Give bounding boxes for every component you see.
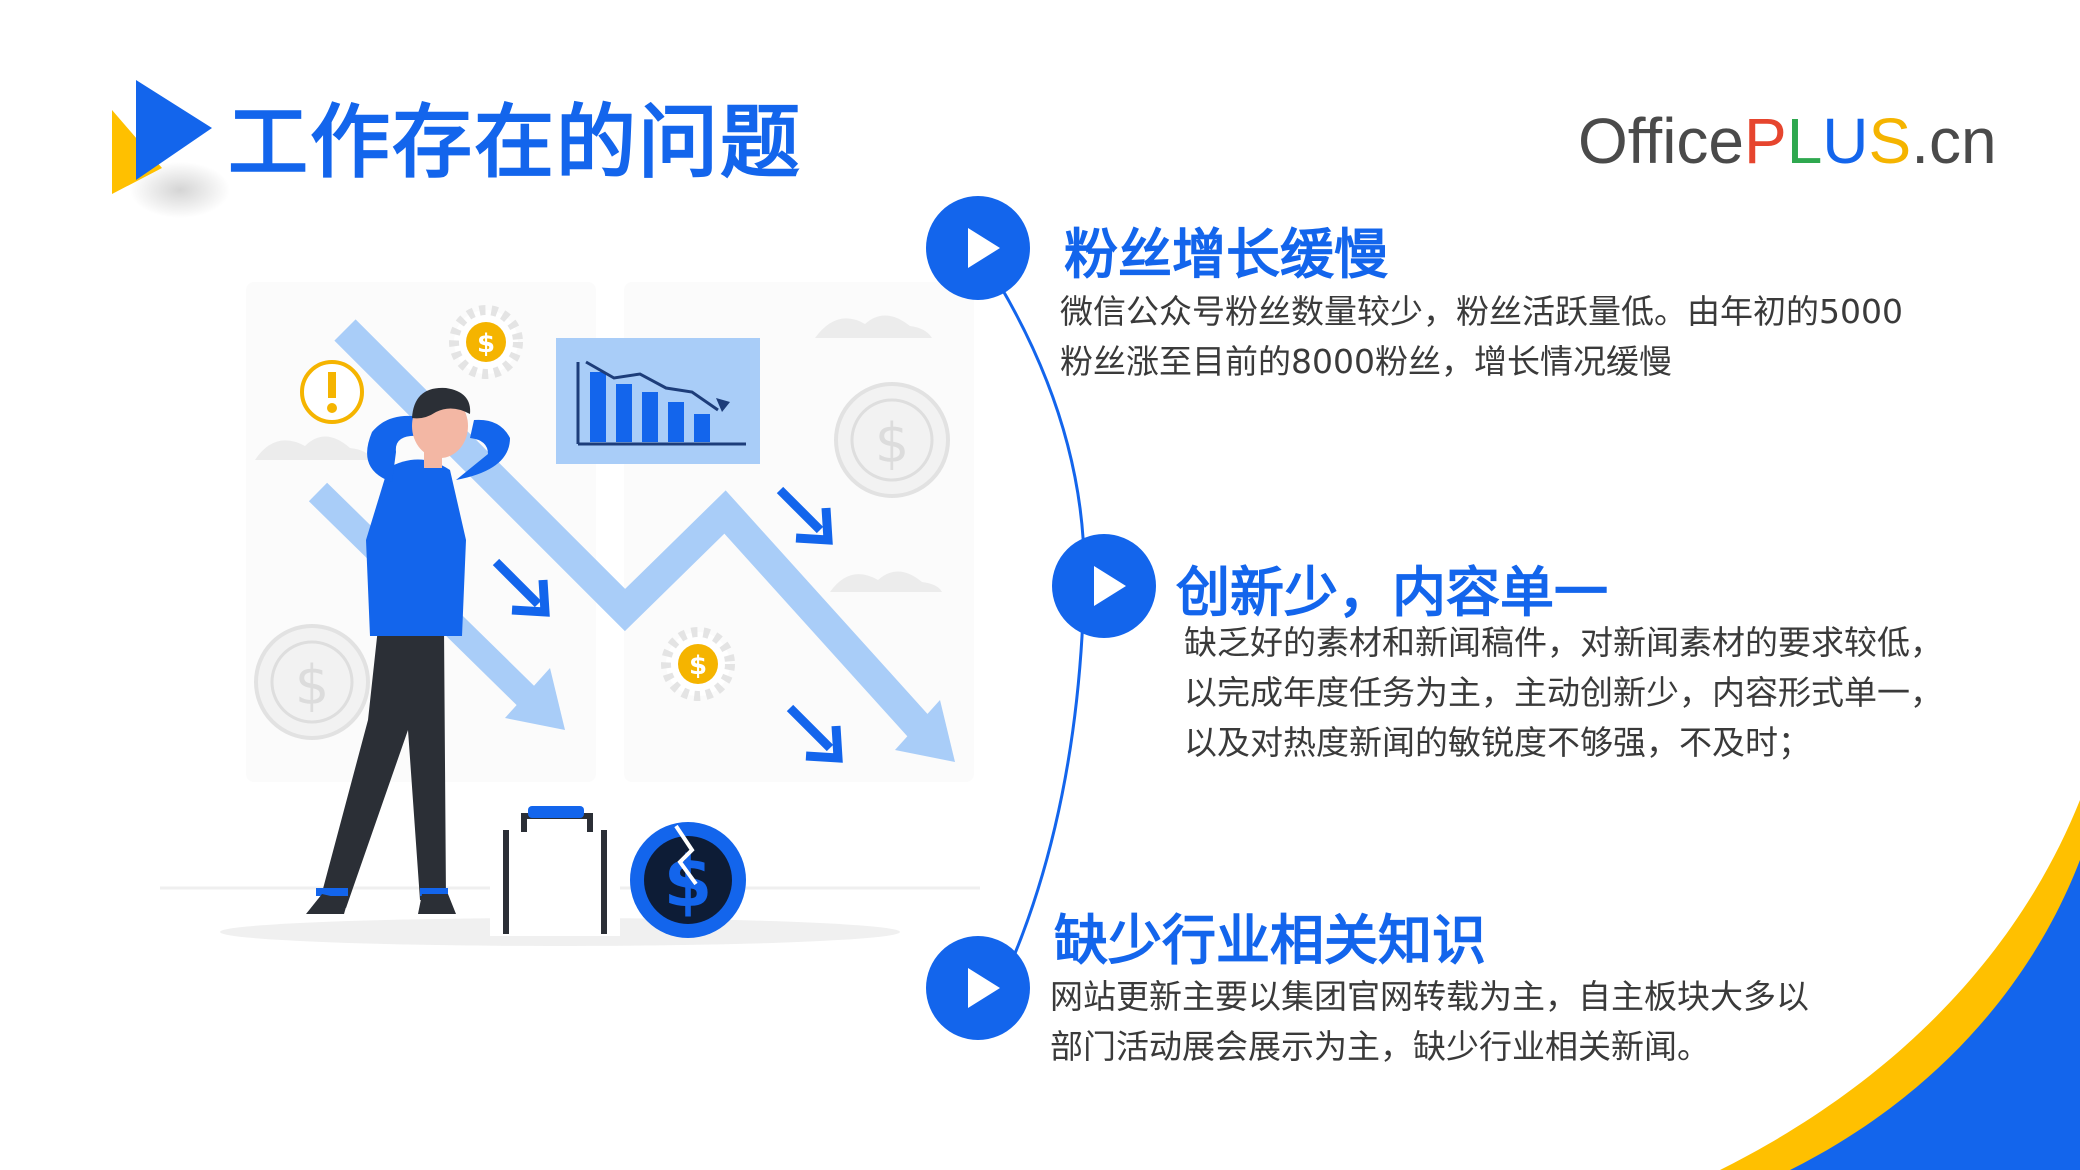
section-2-line-3: 以及对热度新闻的敏锐度不够强，不及时； (1184, 723, 1811, 762)
officeplus-logo: OfficePLUS.cn (1578, 104, 1997, 178)
title-triangle-icon (112, 80, 230, 218)
logo-l: L (1786, 105, 1823, 177)
cloud-icon (815, 315, 932, 338)
cloud-icon (830, 571, 942, 592)
broken-dollar-coin-icon: $ (630, 822, 746, 938)
section-3-line-1: 网站更新主要以集团官网转载为主，自主板块大多以 (1050, 977, 1809, 1016)
logo-s: S (1868, 105, 1912, 177)
stressed-person-icon (306, 387, 510, 914)
briefcase-icon (490, 806, 620, 936)
page-title: 工作存在的问题 (228, 96, 802, 189)
section-3-title: 缺少行业相关知识 (1054, 909, 1486, 972)
section-3-body: 网站更新主要以集团官网转载为主，自主板块大多以 部门活动展会展示为主，缺少行业相… (1050, 972, 1809, 1072)
logo-cn: .cn (1911, 105, 1997, 177)
logo-office: Office (1578, 105, 1744, 177)
spiky-coin-icon: $ (449, 305, 523, 379)
play-icon (1094, 566, 1126, 606)
cloud-icon (255, 436, 372, 460)
section-2-body: 缺乏好的素材和新闻稿件，对新闻素材的要求较低， 以完成年度任务为主，主动创新少，… (1184, 618, 1943, 768)
logo-p: P (1744, 105, 1787, 177)
play-button-3[interactable] (924, 934, 1032, 1042)
svg-text:$: $ (875, 412, 909, 475)
section-2-title: 创新少，内容单一 (1176, 561, 1608, 624)
section-1-line-2: 粉丝涨至目前的8000粉丝，增长情况缓慢 (1060, 342, 1672, 381)
svg-text:$: $ (689, 651, 707, 681)
illustration: $ $ $ $ $ (160, 282, 980, 946)
section-1-line-1: 微信公众号粉丝数量较少，粉丝活跃量低。由年初的5000 (1060, 292, 1903, 331)
section-2-line-1: 缺乏好的素材和新闻稿件，对新闻素材的要求较低， (1184, 623, 1943, 662)
section-1-body: 微信公众号粉丝数量较少，粉丝活跃量低。由年初的5000 粉丝涨至目前的8000粉… (1060, 287, 1903, 387)
section-2-line-2: 以完成年度任务为主，主动创新少，内容形式单一， (1184, 673, 1943, 712)
broken-coin-icon: $ (254, 624, 370, 740)
play-icon (968, 968, 1000, 1008)
section-1-title: 粉丝增长缓慢 (1064, 223, 1388, 286)
svg-text:$: $ (295, 654, 329, 717)
broken-coin-icon: $ (834, 382, 950, 498)
play-button-1[interactable] (924, 194, 1032, 302)
logo-u: U (1822, 105, 1869, 177)
spiky-coin-icon: $ (661, 627, 735, 701)
svg-text:$: $ (477, 329, 495, 359)
play-button-2[interactable] (1050, 532, 1158, 640)
section-3-line-2: 部门活动展会展示为主，缺少行业相关新闻。 (1050, 1027, 1710, 1066)
play-icon (968, 228, 1000, 268)
down-arrow-icon (492, 486, 843, 763)
